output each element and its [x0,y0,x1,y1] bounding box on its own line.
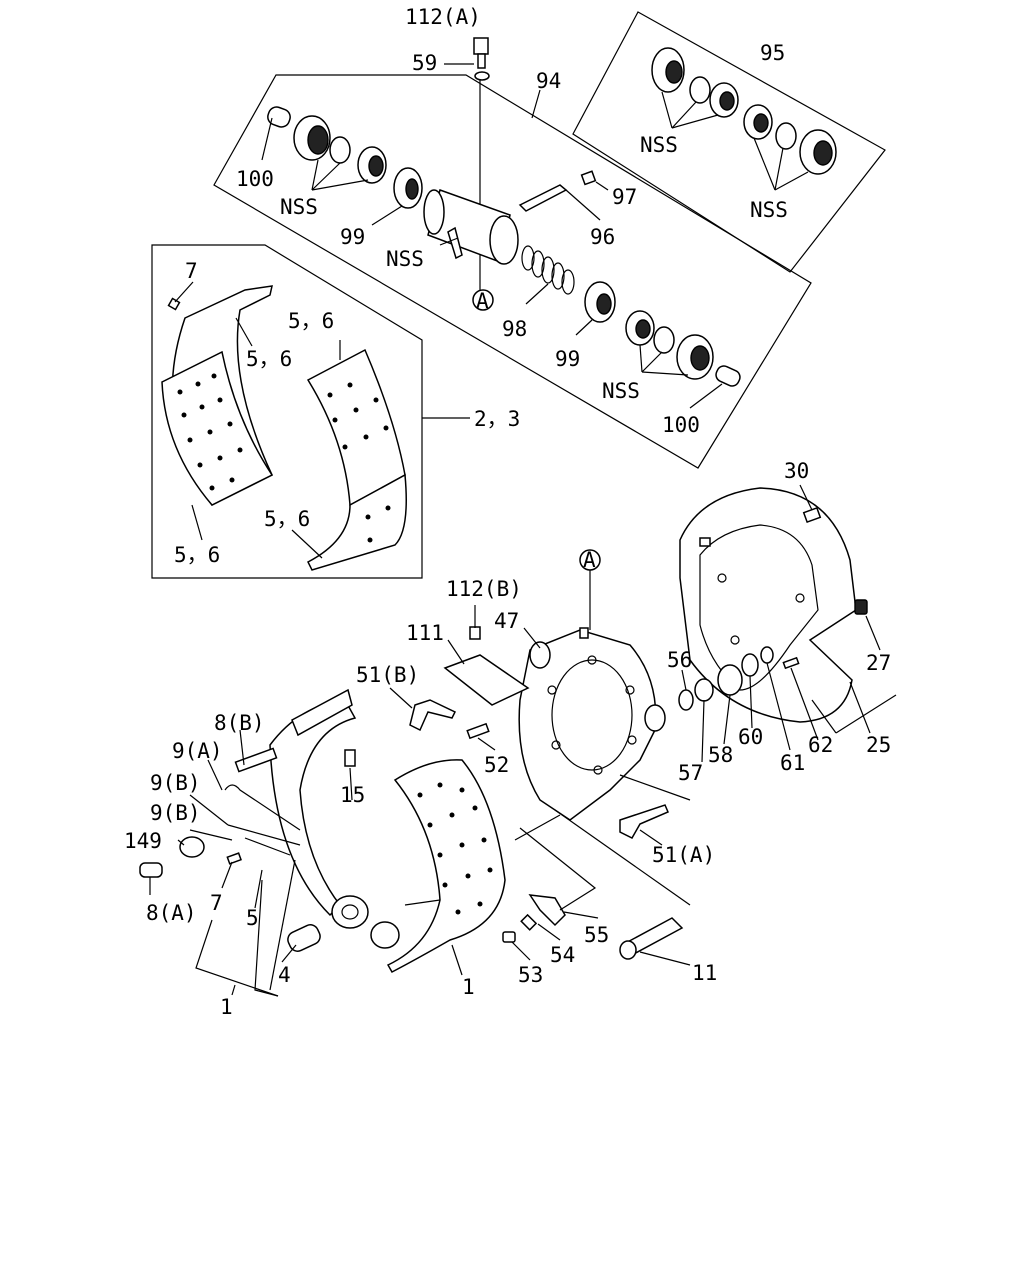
plate-111 [443,605,541,706]
label-5-6-a: 5，6 [246,347,292,371]
label-11: 11 [692,961,717,985]
label-nss-3: NSS [750,198,788,222]
reference-marker-a-top [472,289,494,311]
label-25: 25 [866,733,891,757]
label-a-top: A [476,289,489,313]
label-1-right: 1 [462,975,475,999]
label-15: 15 [340,783,365,807]
lining-rivets-left [177,373,243,491]
pin-and-clip [502,774,691,966]
label-98: 98 [502,317,527,341]
label-149: 149 [124,829,162,853]
label-5-6-b: 5，6 [288,309,334,333]
label-97: 97 [612,185,637,209]
bolts [389,687,669,846]
label-9B-1: 9(B) [150,771,201,795]
label-8A: 8(A) [146,901,197,925]
label-61: 61 [780,751,805,775]
label-100-top: 100 [236,167,274,191]
label-nss-1: NSS [280,195,318,219]
label-27: 27 [866,651,891,675]
part-labels: 112(A) 59 94 95 100 NSS NSS NSS NSS NSS … [124,5,891,1019]
label-58: 58 [708,743,733,767]
label-96: 96 [590,225,615,249]
label-5-6-c: 5，6 [264,507,310,531]
label-95: 95 [760,41,785,65]
label-2-3: 2，3 [474,407,520,431]
label-5-6-d: 5，6 [174,543,220,567]
label-99-bottom: 99 [555,347,580,371]
label-111: 111 [406,621,444,645]
spring-98 [521,245,575,295]
label-a-plate: A [583,548,596,572]
label-nss-4: NSS [386,247,424,271]
label-51B: 51(B) [356,663,419,687]
label-53: 53 [518,963,543,987]
label-60: 60 [738,725,763,749]
label-30: 30 [784,459,809,483]
label-5: 5 [246,906,259,930]
label-9B-2: 9(B) [150,801,201,825]
label-nss-2: NSS [640,133,678,157]
label-112B: 112(B) [446,577,522,601]
label-8B: 8(B) [214,711,265,735]
label-4: 4 [278,963,291,987]
label-56: 56 [667,648,692,672]
brake-shoe-left [139,688,369,997]
label-57: 57 [678,761,703,785]
label-59: 59 [412,51,437,75]
lining-rivets-right [327,382,391,543]
label-62: 62 [808,733,833,757]
anchor-plate [518,570,666,821]
repair-kit-box [572,11,886,273]
shoe-rivets [417,782,493,915]
brake-shoe-right [370,759,506,976]
label-1-left: 1 [220,995,233,1019]
label-52: 52 [484,753,509,777]
label-100-bottom: 100 [662,413,700,437]
label-7-top: 7 [185,259,198,283]
label-7-bottom: 7 [210,891,223,915]
label-112A: 112(A) [405,5,481,29]
label-nss-5: NSS [602,379,640,403]
label-47: 47 [494,609,519,633]
adjuster-parts [678,646,819,763]
reference-marker-a-plate [579,549,601,571]
dust-shield [679,484,897,734]
label-55: 55 [584,923,609,947]
wheel-cylinder-group [213,37,812,469]
label-54: 54 [550,943,575,967]
label-94: 94 [536,69,561,93]
label-99-top: 99 [340,225,365,249]
label-9A: 9(A) [172,739,223,763]
lining-box [151,244,470,579]
label-51A: 51(A) [652,843,715,867]
